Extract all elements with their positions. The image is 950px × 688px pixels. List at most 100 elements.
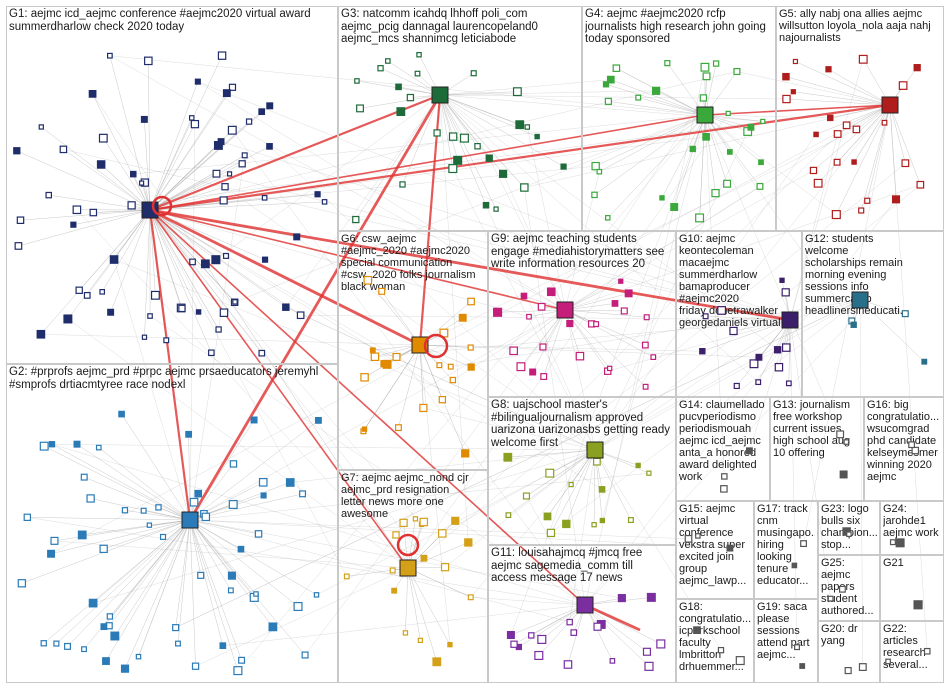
node[interactable] (361, 426, 368, 432)
node[interactable] (260, 492, 267, 499)
node[interactable] (130, 170, 137, 178)
node[interactable] (702, 133, 710, 141)
node[interactable] (921, 358, 928, 365)
node[interactable] (652, 86, 661, 95)
node[interactable] (881, 119, 888, 126)
node[interactable] (200, 259, 210, 269)
node[interactable] (546, 287, 556, 297)
node[interactable] (646, 470, 652, 476)
node[interactable] (711, 188, 720, 198)
node[interactable] (745, 447, 753, 455)
node[interactable] (245, 118, 253, 125)
node[interactable] (605, 215, 611, 221)
node[interactable] (233, 666, 243, 676)
node[interactable] (72, 205, 82, 215)
node[interactable] (175, 640, 181, 647)
node[interactable] (699, 94, 708, 102)
node[interactable] (591, 191, 598, 199)
node[interactable] (813, 178, 823, 188)
node[interactable] (301, 651, 309, 659)
node[interactable] (756, 182, 764, 190)
node[interactable] (75, 286, 83, 294)
node[interactable] (609, 658, 616, 664)
node[interactable] (726, 544, 734, 552)
node[interactable] (827, 114, 834, 122)
node[interactable] (190, 119, 200, 129)
node[interactable] (612, 64, 621, 72)
node[interactable] (150, 290, 160, 300)
node[interactable] (229, 460, 238, 468)
node[interactable] (73, 440, 81, 448)
node[interactable] (755, 353, 763, 361)
node[interactable] (98, 133, 108, 143)
node[interactable] (201, 512, 211, 522)
hub-node[interactable] (576, 596, 594, 614)
node[interactable] (485, 154, 493, 162)
node[interactable] (499, 169, 508, 178)
node[interactable] (261, 256, 269, 263)
node[interactable] (642, 383, 649, 390)
node[interactable] (505, 512, 512, 519)
node[interactable] (670, 203, 679, 211)
node[interactable] (493, 307, 503, 317)
node[interactable] (227, 571, 236, 580)
node[interactable] (898, 81, 908, 90)
node[interactable] (391, 587, 398, 594)
node[interactable] (412, 516, 419, 522)
node[interactable] (833, 158, 841, 166)
node[interactable] (53, 640, 60, 647)
node[interactable] (70, 221, 77, 228)
node[interactable] (321, 199, 328, 205)
node[interactable] (285, 478, 295, 487)
node[interactable] (360, 373, 369, 382)
node[interactable] (833, 130, 842, 138)
node[interactable] (467, 594, 474, 601)
node[interactable] (602, 81, 610, 88)
node[interactable] (399, 518, 408, 528)
node[interactable] (416, 51, 422, 58)
node[interactable] (121, 507, 129, 514)
node[interactable] (470, 70, 477, 77)
node[interactable] (36, 329, 46, 339)
node[interactable] (95, 444, 102, 451)
node[interactable] (208, 349, 215, 357)
node[interactable] (293, 601, 303, 612)
node[interactable] (534, 133, 540, 140)
node[interactable] (618, 278, 624, 284)
node[interactable] (47, 549, 56, 558)
node[interactable] (370, 352, 380, 362)
node[interactable] (221, 183, 229, 191)
node[interactable] (712, 60, 720, 67)
node[interactable] (467, 363, 475, 371)
hub-node[interactable] (556, 301, 574, 319)
node[interactable] (598, 486, 606, 493)
node[interactable] (635, 94, 642, 101)
node[interactable] (791, 562, 798, 569)
node[interactable] (40, 640, 47, 647)
node[interactable] (23, 513, 32, 521)
node[interactable] (392, 352, 401, 361)
node[interactable] (617, 594, 626, 603)
node[interactable] (560, 163, 567, 170)
node[interactable] (241, 152, 248, 159)
node[interactable] (467, 297, 475, 306)
node[interactable] (195, 309, 202, 315)
node[interactable] (842, 121, 851, 130)
node[interactable] (644, 661, 654, 671)
node[interactable] (135, 653, 142, 660)
node[interactable] (891, 195, 901, 204)
node[interactable] (120, 664, 130, 673)
node[interactable] (755, 379, 762, 386)
node[interactable] (516, 362, 526, 372)
node[interactable] (785, 380, 792, 387)
node[interactable] (794, 644, 800, 651)
node[interactable] (237, 545, 245, 553)
hub-node[interactable] (586, 441, 604, 459)
node[interactable] (659, 195, 665, 201)
node[interactable] (781, 343, 791, 352)
node[interactable] (646, 592, 656, 602)
node[interactable] (864, 197, 871, 204)
node[interactable] (520, 292, 528, 300)
node[interactable] (258, 477, 268, 487)
node[interactable] (543, 512, 552, 521)
